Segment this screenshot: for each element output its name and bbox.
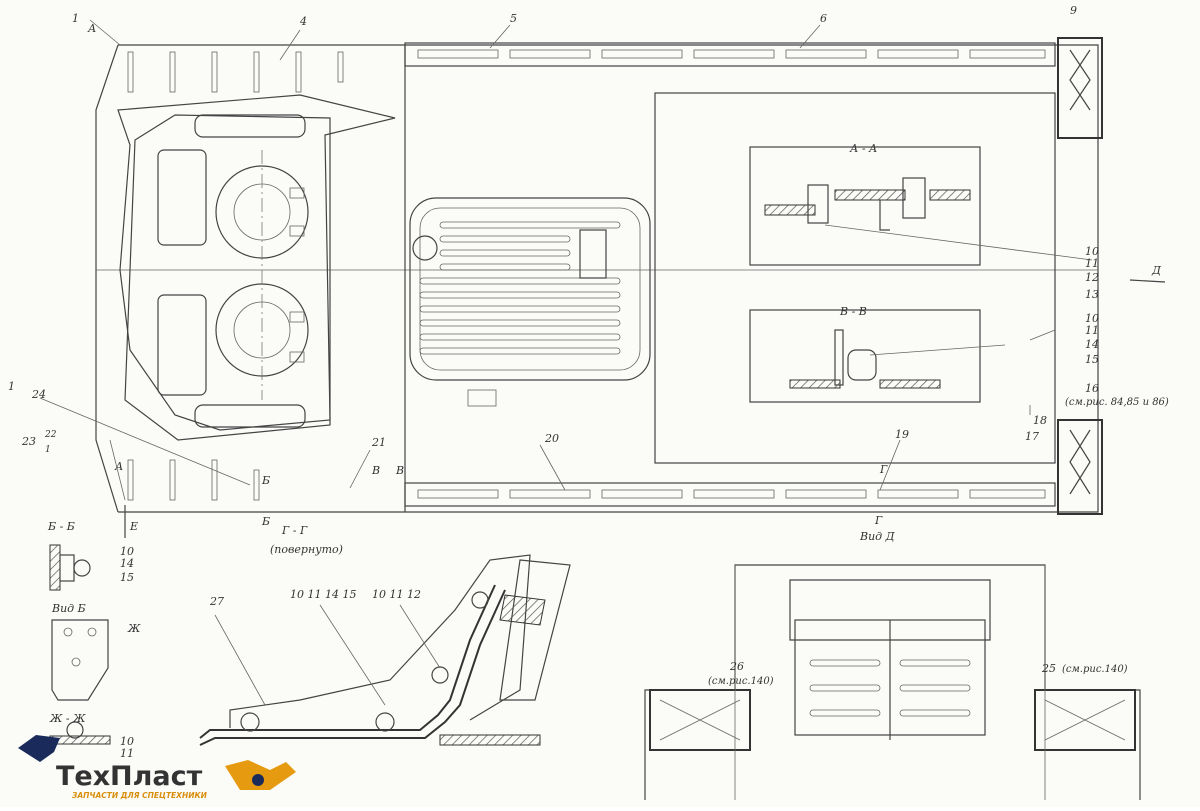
marker-g1: Г	[879, 463, 888, 476]
label-25: 25	[1041, 662, 1056, 675]
deck-inner	[124, 114, 331, 441]
fan-clamps	[289, 187, 305, 363]
label-19: 19	[895, 428, 909, 441]
logo-tekh: Тех	[56, 761, 110, 792]
label-1b: 1	[8, 380, 15, 393]
marker-zh: Ж	[127, 622, 141, 635]
note-rotated: (повернуто)	[270, 543, 343, 556]
side-panel	[654, 92, 1056, 464]
hatch-ribs	[419, 221, 621, 355]
label-5: 5	[510, 12, 517, 25]
bottom-rail	[404, 482, 1056, 507]
view-markers: А А Б Б В В Г Г Д Е Ж	[87, 22, 1162, 635]
brand-logo: Тех Пласт ЗАПЧАСТИ ДЛЯ СПЕЦТЕХНИКИ	[18, 735, 296, 800]
title-v-v: В - В	[839, 305, 867, 318]
label-22: 22	[44, 430, 57, 440]
plan-view	[39, 19, 1103, 515]
title-zh-zh: Ж - Ж	[49, 712, 86, 725]
marker-v2: В	[395, 464, 404, 477]
label-15b: 15	[120, 571, 134, 584]
title-b-b: Б - Б	[47, 520, 75, 533]
grille-bottom	[194, 404, 306, 428]
detail-b-b	[49, 544, 91, 591]
section-v-v	[749, 309, 1006, 403]
section-a-a	[749, 146, 1093, 266]
bolt-row-top	[127, 51, 344, 501]
logo-plast: Пласт	[110, 761, 203, 792]
label-10b: 10	[1085, 312, 1099, 325]
vent-top	[157, 149, 207, 246]
label-11b: 11	[1085, 324, 1099, 337]
label-21: 21	[371, 436, 386, 449]
label-10d: 10	[120, 735, 134, 748]
label-6: 6	[820, 12, 827, 25]
view-d	[644, 564, 1141, 800]
label-24: 24	[31, 388, 46, 401]
marker-v1: В	[371, 464, 380, 477]
top-rail	[404, 42, 1056, 67]
hull-outline	[118, 44, 1099, 513]
title-g-g: Г - Г	[281, 524, 308, 537]
callout-10-11-14-15: 10 11 14 15	[290, 588, 356, 601]
grille-top	[194, 114, 306, 138]
marker-b2: Б	[261, 515, 270, 528]
section-titles: А - А В - В Б - Б Г - Г (повернуто) Вид …	[47, 142, 896, 725]
note-see-140-b: (см.рис.140)	[1062, 664, 1128, 675]
rear-light-left	[649, 689, 751, 751]
label-17: 17	[1025, 430, 1039, 443]
hatch-port	[412, 235, 438, 261]
arrow-d	[1129, 279, 1166, 283]
rear-idler-bottom	[1057, 419, 1103, 515]
marker-a-bottom: А	[114, 460, 123, 473]
logo-tagline: ЗАПЧАСТИ ДЛЯ СПЕЦТЕХНИКИ	[72, 791, 208, 800]
note-see-84-86: (см.рис. 84,85 и 86)	[1065, 397, 1169, 408]
marker-g2: Г	[874, 514, 883, 527]
engine-deck	[117, 94, 396, 431]
rail-slots	[417, 49, 1046, 499]
label-1: 1	[72, 12, 79, 25]
label-13a: 13	[1085, 288, 1099, 301]
label-16: 16	[1085, 382, 1099, 395]
vent-bottom	[157, 294, 207, 396]
detail-view-b	[51, 619, 109, 701]
label-14a: 14	[1085, 338, 1099, 351]
label-11a: 11	[1085, 257, 1099, 270]
title-view-b: Вид Б	[51, 602, 86, 615]
title-view-d: Вид Д	[859, 530, 896, 543]
label-9: 9	[1070, 4, 1077, 17]
label-10c: 10	[120, 545, 134, 558]
label-18: 18	[1033, 414, 1047, 427]
label-4: 4	[299, 15, 307, 28]
note-see-140-a: (см.рис.140)	[708, 676, 774, 687]
hatch-lock	[579, 229, 607, 279]
marker-b1: Б	[261, 474, 270, 487]
logo-left-tooth	[18, 735, 60, 762]
label-20: 20	[544, 432, 559, 445]
label-12a: 12	[1085, 271, 1099, 284]
roof-hatch	[409, 197, 651, 381]
label-27: 27	[209, 595, 224, 608]
callout-10-11-12: 10 11 12	[372, 588, 421, 601]
title-a-a: А - А	[849, 142, 877, 155]
marker-a-top: А	[87, 22, 96, 35]
detail-zh-zh	[49, 721, 111, 745]
label-10a: 10	[1085, 245, 1099, 258]
section-g-g	[199, 554, 571, 746]
rear-idler-top	[1057, 37, 1103, 139]
marker-e-arrow: Е	[129, 520, 138, 533]
label-11d: 11	[120, 747, 134, 760]
label-15a: 15	[1085, 353, 1099, 366]
marker-d-arrow: Д	[1151, 264, 1162, 277]
part-labels: 1 4 5 6 9 10 11 12 13 10 11 14 15 16 (см…	[8, 4, 1169, 760]
rear-light-right	[1034, 689, 1136, 751]
hull-nose	[95, 44, 119, 513]
label-26: 26	[729, 660, 744, 673]
label-23: 23	[21, 435, 36, 448]
label-1c: 1	[45, 445, 51, 455]
label-14b: 14	[120, 557, 134, 570]
